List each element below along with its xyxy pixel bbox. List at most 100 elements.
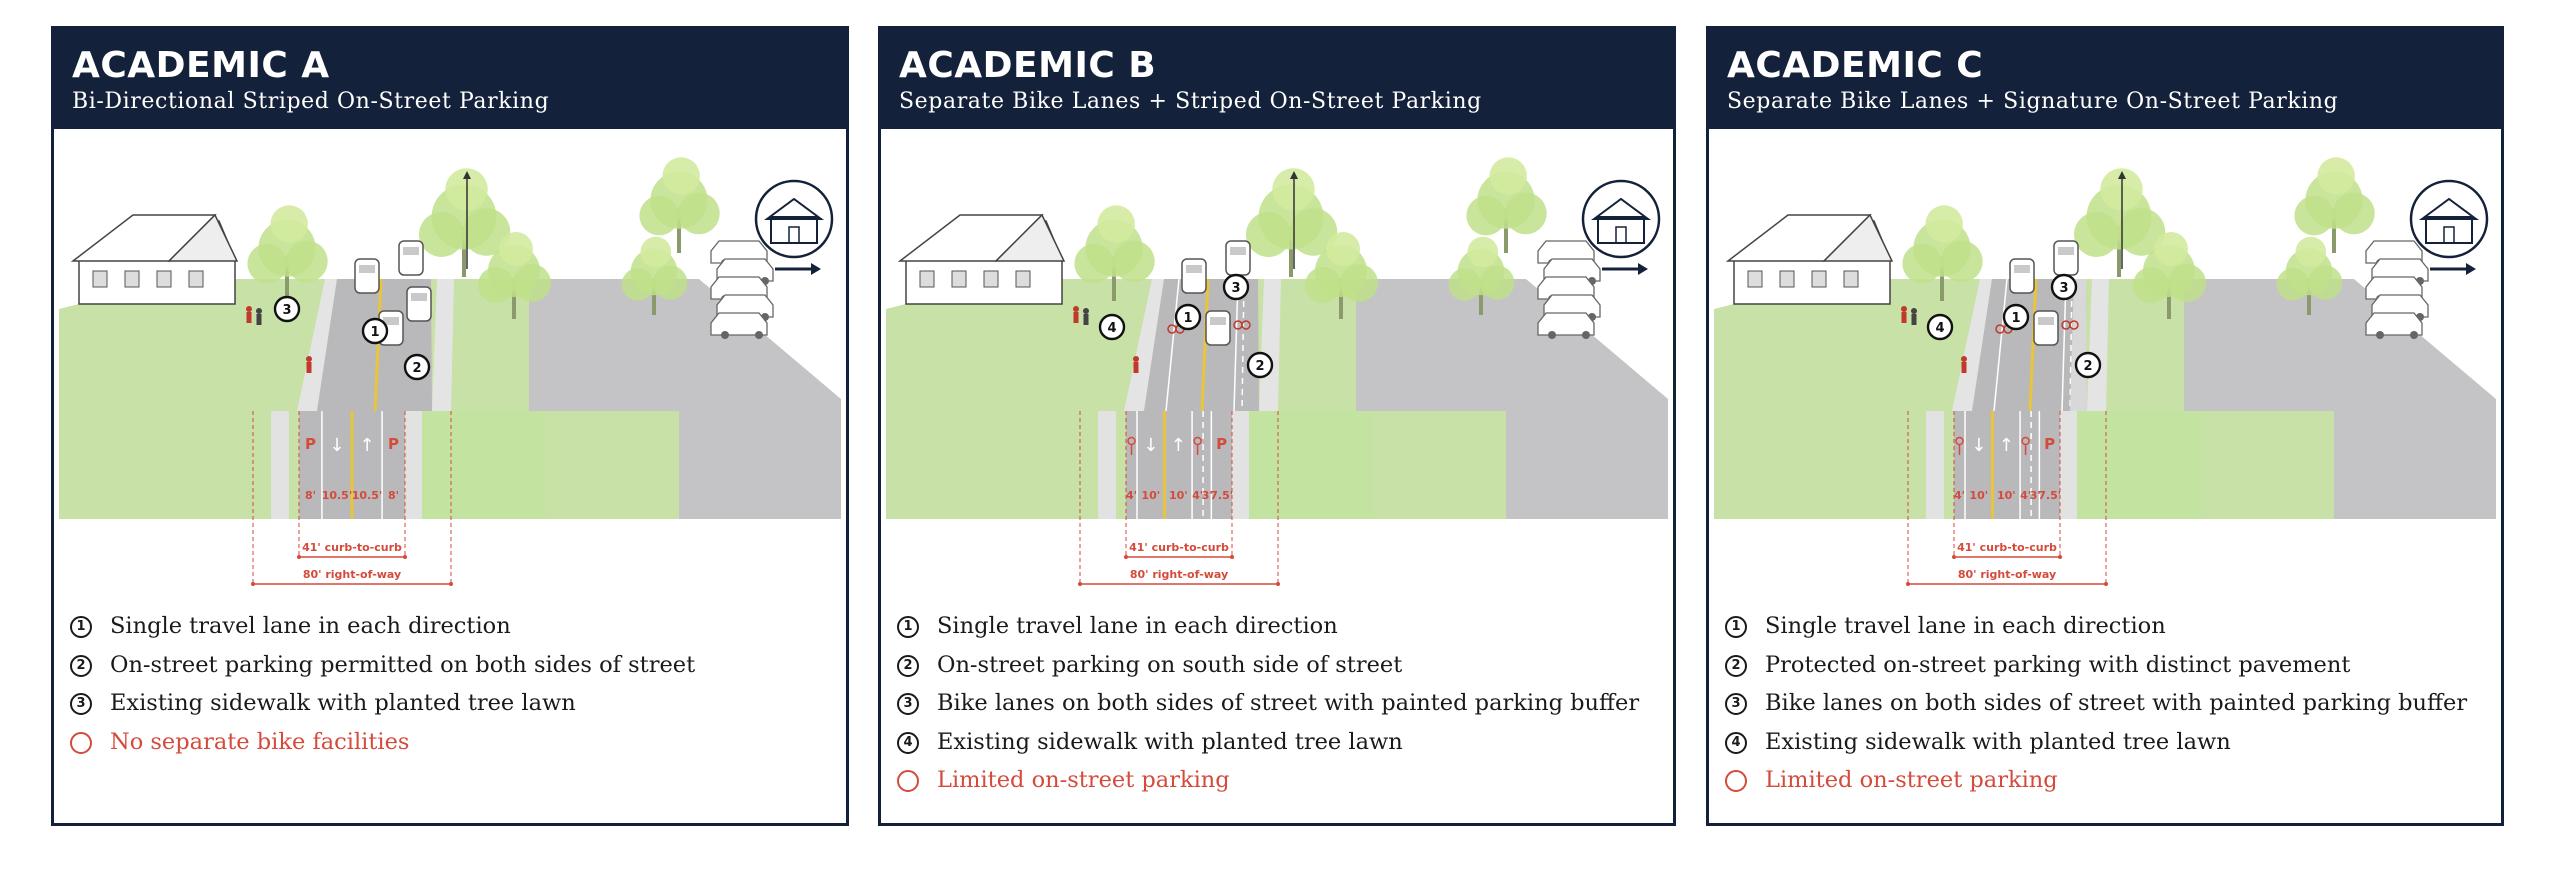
lane-width-label: 10' (1141, 489, 1160, 502)
curb-to-curb-label: 41' curb-to-curb (1129, 541, 1229, 554)
tree-icon (419, 168, 511, 277)
legend-badge: 2 (1725, 654, 1747, 677)
house-icon (897, 213, 1066, 305)
pedestrian-figure (246, 306, 252, 323)
school-building-icon (754, 179, 834, 259)
bicycle-icon (1193, 436, 1202, 455)
school-building-icon (1581, 179, 1661, 259)
car-icon (406, 286, 432, 322)
panel-subtitle: Bi-Directional Striped On-Street Parking (72, 89, 550, 114)
pedestrian-figure (1083, 308, 1089, 325)
callout-number: 3 (2059, 281, 2068, 296)
street-cross-section: P↓↑P8'10.5'10.5'8' (59, 411, 841, 519)
lane-width-label: 10.5' (322, 489, 353, 502)
parking-lot (439, 279, 841, 411)
bike-lane-stripe (1993, 278, 2008, 412)
callout-number: 3 (1231, 281, 1240, 296)
callout-number: 3 (282, 303, 291, 318)
pedestrian-figure (1911, 308, 1917, 325)
car-icon (2009, 258, 2035, 294)
right-of-way-label: 80' right-of-way (303, 568, 401, 581)
streetlight-icon (463, 171, 471, 269)
car-icon (1205, 310, 1231, 346)
legend-badge: 4 (897, 731, 919, 754)
tree-icon (639, 157, 720, 253)
callout-number: 1 (370, 325, 379, 340)
legend-badge: 3 (1725, 693, 1747, 715)
legend-badge: 1 (897, 616, 919, 638)
negative-marker-icon (1725, 770, 1747, 792)
dimension-lines: 41' curb-to-curb 80' right-of-way (1078, 411, 1280, 586)
pedestrian-figure (306, 356, 312, 373)
legend-badge: 1 (70, 616, 92, 638)
legend-badge: 4 (1725, 731, 1747, 754)
lane-width-label: 8' (305, 489, 316, 502)
tree-icon (1902, 205, 1983, 301)
arrow-right-icon (2430, 263, 2476, 275)
tree-icon (1246, 168, 1338, 277)
car-icon (2033, 310, 2059, 346)
legend-text: Single travel lane in each direction (937, 613, 1338, 639)
legend-badge: 1 (1725, 616, 1747, 638)
sidewalk-left (297, 279, 337, 411)
section-parking-lot (1506, 411, 1668, 519)
sidewalk-left (1124, 279, 1164, 411)
panel-subtitle: Separate Bike Lanes + Striped On-Street … (899, 89, 1482, 114)
section-sidewalk-right (1231, 411, 1249, 519)
parking-symbol: P (1216, 435, 1227, 453)
section-sidewalk-right (404, 411, 422, 519)
street-cross-section: ↓↑P4'10'10'4'3'7.5' (886, 411, 1668, 519)
right-of-way-label: 80' right-of-way (1958, 568, 2056, 581)
streetlight-icon (1290, 171, 1298, 269)
section-parking-lot (679, 411, 841, 519)
legend-text: Existing sidewalk with planted tree lawn (110, 690, 576, 716)
car-icon (2365, 312, 2423, 339)
bicycle-icon (1127, 436, 1136, 455)
tree-icon (1305, 232, 1378, 319)
negative-marker-icon (70, 731, 92, 754)
callout-number: 2 (2083, 359, 2092, 374)
lane-width-label: 7.5' (2038, 489, 2061, 502)
panel-title: ACADEMIC C (1727, 45, 1984, 86)
parking-symbol: P (2044, 435, 2055, 453)
callout-marker: 1 (361, 317, 389, 345)
pedestrian-figure (1073, 306, 1079, 323)
tree-icon (2074, 168, 2166, 277)
legend-item: Limited on-street parking (1725, 767, 2491, 806)
tree-icon (2133, 232, 2206, 319)
legend-item: No separate bike facilities (70, 729, 836, 768)
car-icon (1537, 312, 1595, 339)
legend-item: Limited on-street parking (897, 767, 1663, 806)
callout-marker: 3 (273, 295, 301, 323)
callout-marker: 4 (1098, 313, 1126, 341)
arrow-right-icon (1602, 263, 1648, 275)
lawn-right (439, 279, 529, 411)
sidewalk-right (2087, 279, 2109, 411)
buffer-stripe (2069, 278, 2073, 412)
house-icon (70, 213, 239, 305)
callout-marker: 1 (1174, 303, 1202, 331)
callout-marker: 3 (1222, 273, 1250, 301)
bicycle-icon (2061, 320, 2079, 330)
car-icon (1225, 240, 1251, 276)
lawn-right (2094, 279, 2184, 411)
legend-item: 1 Single travel lane in each direction (897, 613, 1663, 652)
pedestrian-figure (1901, 306, 1907, 323)
parking-symbol: P (305, 435, 316, 453)
roadway (317, 279, 432, 411)
callout-number: 4 (1107, 321, 1116, 336)
right-of-way-label: 80' right-of-way (1130, 568, 1228, 581)
legend-text: Single travel lane in each direction (1765, 613, 2166, 639)
